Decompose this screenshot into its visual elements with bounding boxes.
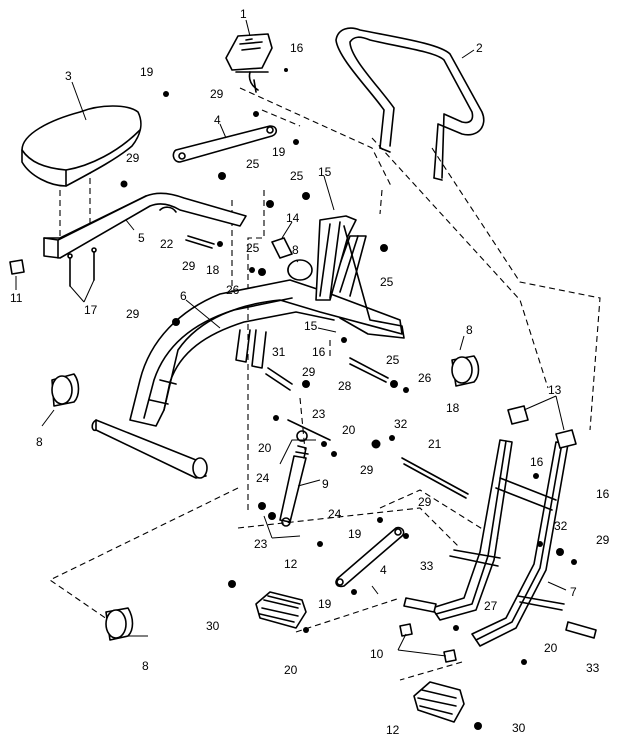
callout-20-right: 20 (342, 423, 356, 437)
callout-4-lower: 4 (380, 563, 387, 577)
callout-31: 31 (272, 345, 286, 359)
callout-15-upper: 15 (318, 165, 332, 179)
callout-20-arm: 20 (544, 641, 558, 655)
callout-22: 22 (160, 237, 174, 251)
stabilizer-tube (91, 419, 208, 479)
callout-25-a: 25 (246, 157, 260, 171)
pedals (255, 591, 465, 723)
callout-18-left: 18 (206, 263, 220, 277)
small-hardware (9, 71, 331, 441)
resistance-cylinder (279, 430, 309, 527)
callout-21: 21 (428, 437, 442, 451)
callout-2: 2 (476, 41, 483, 55)
callout-16-frame: 16 (312, 345, 326, 359)
arm-caps (507, 405, 577, 449)
callout-16-console: 16 (290, 41, 304, 55)
callout-24-right: 24 (328, 507, 342, 521)
callout-29-mid: 29 (182, 259, 196, 273)
callout-8-bottom: 8 (142, 659, 149, 673)
callout-15-lower: 15 (304, 319, 318, 333)
callout-14: 14 (286, 211, 300, 225)
callout-32-center: 32 (394, 417, 408, 431)
callout-8-left: 8 (36, 435, 43, 449)
callout-23-lower: 23 (254, 537, 268, 551)
callout-29-arm: 29 (596, 533, 610, 547)
axle-pins (185, 235, 469, 499)
upright-post (315, 215, 405, 339)
callout-19-link: 19 (272, 145, 286, 159)
callout-16-arm-a: 16 (530, 455, 544, 469)
leader-lines (15, 19, 567, 657)
callout-26-left: 26 (226, 283, 240, 297)
callout-20-left: 20 (258, 441, 272, 455)
callout-13: 13 (548, 383, 562, 397)
callout-18-right: 18 (446, 401, 460, 415)
callout-5: 5 (138, 231, 145, 245)
callout-33-left: 33 (420, 559, 434, 573)
callout-1: 1 (240, 7, 247, 21)
callout-29-top: 29 (210, 87, 224, 101)
callout-24-left: 24 (256, 471, 270, 485)
pedal-arms (431, 439, 569, 647)
nuts-and-washers (120, 68, 577, 730)
seat-frame (43, 192, 247, 259)
callout-6: 6 (180, 289, 187, 303)
callout-3: 3 (65, 69, 72, 83)
callout-28: 28 (338, 379, 352, 393)
callout-32-arm: 32 (554, 519, 568, 533)
callout-17: 17 (84, 303, 98, 317)
callout-12-upper: 12 (284, 557, 298, 571)
callout-7: 7 (570, 585, 577, 599)
callout-8-center: 8 (292, 243, 299, 257)
handlebar (335, 27, 485, 181)
link-arm-lower (335, 526, 405, 588)
callout-4-upper: 4 (214, 113, 221, 127)
end-caps (51, 259, 480, 641)
callout-25-c: 25 (246, 241, 260, 255)
callout-26-right: 26 (418, 371, 432, 385)
pedal-axles (403, 597, 597, 639)
callout-9: 9 (322, 477, 329, 491)
seat (21, 105, 142, 187)
callout-16-arm-b: 16 (596, 487, 610, 501)
callout-23-upper: 23 (312, 407, 326, 421)
link-arm-upper (172, 125, 278, 163)
callout-27: 27 (484, 599, 498, 613)
assembly-guide-lines (48, 87, 601, 681)
console (225, 33, 273, 91)
callout-29-cylinder: 29 (360, 463, 374, 477)
callout-25-e: 25 (386, 353, 400, 367)
callout-29-center: 29 (302, 365, 316, 379)
callout-12-lower: 12 (386, 723, 400, 737)
callout-30-left: 30 (206, 619, 220, 633)
callout-25-d: 25 (380, 275, 394, 289)
callout-labels: 1 2 3 4 4 5 6 7 8 8 8 8 9 10 11 12 12 13… (10, 7, 610, 737)
callout-30-right: 30 (512, 721, 526, 735)
callout-29-seat: 29 (126, 151, 140, 165)
callout-29-frame: 29 (126, 307, 140, 321)
small-caps (399, 623, 457, 663)
callout-29-link: 29 (418, 495, 432, 509)
callout-8-right: 8 (466, 323, 473, 337)
callout-20-bottom: 20 (284, 663, 298, 677)
callout-11: 11 (10, 291, 23, 305)
callout-19-top: 19 (140, 65, 154, 79)
callout-19-low: 19 (318, 597, 332, 611)
callout-33-right: 33 (586, 661, 600, 675)
callout-19-mid: 19 (348, 527, 362, 541)
callout-10: 10 (370, 647, 384, 661)
callout-25-b: 25 (290, 169, 304, 183)
